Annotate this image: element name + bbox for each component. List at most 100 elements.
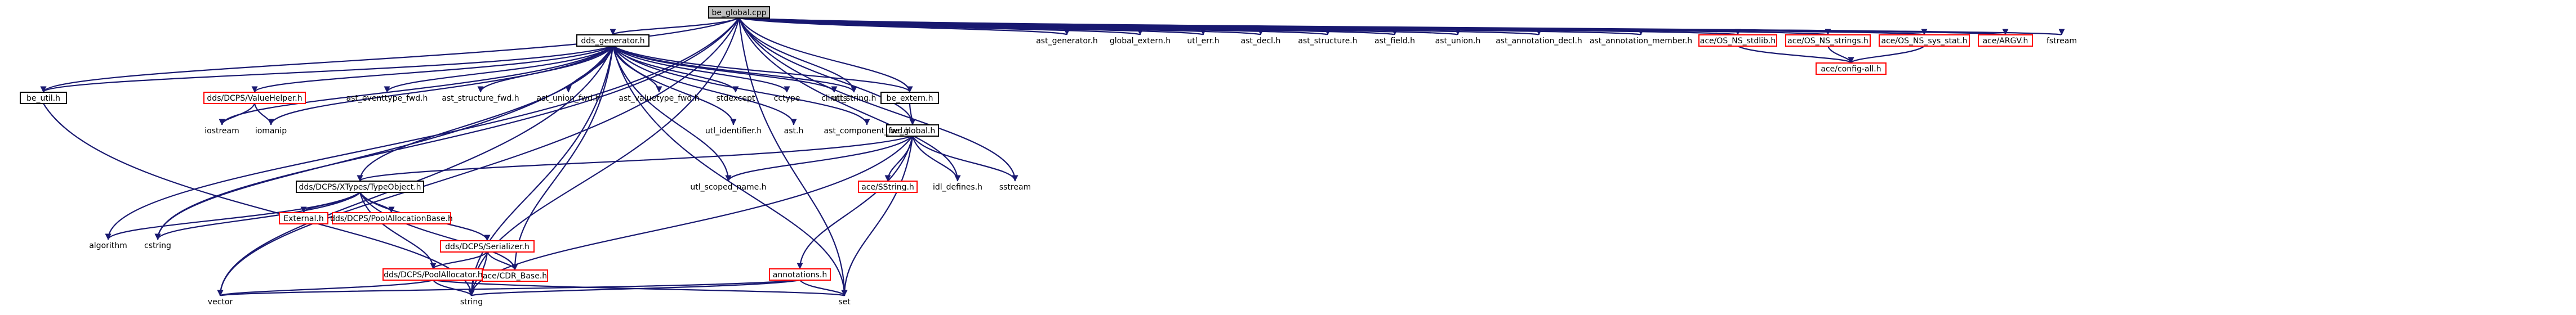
- node-cctype[interactable]: cctype: [774, 94, 800, 103]
- edge-dds_generator_h-to-utl_identifier_h: [612, 46, 737, 125]
- edge-dds_generator_h-to-ace_cdr_base_h: [511, 46, 614, 271]
- edge-ace_os_ns_strings_h-to-ace_config_all_h: [1827, 46, 1854, 64]
- node-ace-sstring-h[interactable]: ace/SString.h: [858, 181, 918, 193]
- edge-serializer_h-to-ace_cdr_base_h: [486, 251, 518, 271]
- edge-be_extern_h-to-be_global_h: [909, 103, 916, 125]
- node-dds-generator-h[interactable]: dds_generator.h: [576, 34, 649, 47]
- edge-dds_generator_h-to-cctype: [612, 46, 790, 93]
- node-ast-h[interactable]: ast.h: [784, 127, 804, 136]
- node-xtypes-typeobject-h[interactable]: dds/DCPS/XTypes/TypeObject.h: [296, 181, 424, 193]
- edge-xtypes_typeobject_h-to-pool_allocator_h: [359, 192, 437, 269]
- node-box: [1978, 34, 2033, 47]
- node-label: cstring: [144, 241, 171, 250]
- node-box: [296, 181, 424, 193]
- edge-be_global_cpp-to-idl_defines_h: [738, 17, 961, 182]
- node-climits[interactable]: climits: [821, 94, 847, 103]
- node-utl-string-h[interactable]: utl_string.h: [832, 94, 877, 103]
- edge-be_global_cpp-to-be_util_h: [40, 17, 740, 93]
- node-ast-decl-h[interactable]: ast_decl.h: [1241, 37, 1281, 46]
- edge-be_global_cpp-to-algorithm: [105, 17, 740, 240]
- edge-be_global_cpp-to-sstream: [738, 17, 1018, 182]
- edge-valuehelper_h-to-iomanip: [253, 103, 274, 125]
- node-label: ast_decl.h: [1241, 37, 1281, 46]
- node-be-global-cpp[interactable]: be_global.cpp: [708, 6, 770, 19]
- node-label: stdexcept: [717, 94, 755, 103]
- node-iostream[interactable]: iostream: [204, 127, 239, 136]
- edge-ace_os_ns_stdlib_h-to-ace_config_all_h: [1737, 46, 1854, 64]
- node-box: [1698, 34, 1777, 47]
- node-external-h[interactable]: External.h: [279, 212, 328, 224]
- node-label: be_extern.h: [887, 94, 933, 103]
- node-box: [440, 240, 535, 253]
- node-label: ast_structure.h: [1298, 37, 1357, 46]
- node-cstring[interactable]: cstring: [144, 241, 171, 250]
- node-ast-eventtype-fwd-h[interactable]: ast_eventtype_fwd.h: [346, 94, 428, 103]
- node-ast-valuetype-fwd-h[interactable]: ast_valuetype_fwd.h: [619, 94, 699, 103]
- node-set[interactable]: set: [838, 298, 851, 307]
- edge-be_global_cpp-to-vector: [217, 17, 740, 296]
- node-label: set: [838, 298, 851, 307]
- node-label: dds_generator.h: [581, 37, 644, 46]
- node-label: iomanip: [255, 127, 287, 136]
- edge-dds_generator_h-to-xtypes_typeobject_h: [357, 46, 613, 182]
- node-label: ace/CDR_Base.h: [483, 272, 547, 281]
- node-ast-structure-h[interactable]: ast_structure.h: [1298, 37, 1357, 46]
- node-global-extern-h[interactable]: global_extern.h: [1110, 37, 1171, 46]
- node-ace-os-ns-strings-h[interactable]: ace/OS_NS_strings.h: [1785, 34, 1871, 47]
- node-ace-os-ns-stdlib-h[interactable]: ace/OS_NS_stdlib.h: [1698, 34, 1777, 47]
- node-label: ast.h: [784, 127, 804, 136]
- node-vector[interactable]: vector: [208, 298, 233, 307]
- node-iomanip[interactable]: iomanip: [255, 127, 287, 136]
- node-be-util-h[interactable]: be_util.h: [20, 92, 67, 104]
- node-annotations-h[interactable]: annotations.h: [769, 268, 831, 281]
- node-box: [886, 124, 939, 137]
- node-box: [1785, 34, 1871, 47]
- node-label: ast_union_fwd.h: [537, 94, 600, 103]
- edge-dds_generator_h-to-vector: [217, 46, 614, 296]
- node-label: ace/OS_NS_strings.h: [1787, 37, 1868, 46]
- node-label: dds/DCPS/PoolAllocator.h: [384, 271, 482, 280]
- node-label: ace/ARGV.h: [1983, 37, 2028, 46]
- node-utl-scoped-name-h[interactable]: utl_scoped_name.h: [690, 183, 766, 192]
- node-ace-argv-h[interactable]: ace/ARGV.h: [1978, 34, 2033, 47]
- node-label: climits: [821, 94, 847, 103]
- node-label: ace/config-all.h: [1821, 65, 1881, 74]
- node-label: utl_string.h: [832, 94, 877, 103]
- node-label: utl_scoped_name.h: [690, 183, 766, 192]
- node-pool-allocation-base-h[interactable]: dds/DCPS/PoolAllocationBase.h: [330, 212, 453, 224]
- node-ace-os-ns-sys-stat-h[interactable]: ace/OS_NS_sys_stat.h: [1879, 34, 1970, 47]
- node-algorithm[interactable]: algorithm: [89, 241, 127, 250]
- node-ast-annotation-decl-h[interactable]: ast_annotation_decl.h: [1496, 37, 1582, 46]
- node-stdexcept[interactable]: stdexcept: [717, 94, 755, 103]
- node-valuehelper-h[interactable]: dds/DCPS/ValueHelper.h: [203, 92, 306, 104]
- node-pool-allocator-h[interactable]: dds/DCPS/PoolAllocator.h: [382, 268, 484, 281]
- node-label: ast_annotation_member.h: [1590, 37, 1692, 46]
- node-ast-union-fwd-h[interactable]: ast_union_fwd.h: [537, 94, 600, 103]
- node-idl-defines-h[interactable]: idl_defines.h: [933, 183, 982, 192]
- node-ast-structure-fwd-h[interactable]: ast_structure_fwd.h: [442, 94, 519, 103]
- edge-dds_generator_h-to-set: [612, 46, 848, 296]
- node-be-extern-h[interactable]: be_extern.h: [880, 92, 939, 104]
- node-string[interactable]: string: [460, 298, 483, 307]
- node-ast-component-fwd-h[interactable]: ast_component_fwd.h: [824, 127, 910, 136]
- node-serializer-h[interactable]: dds/DCPS/Serializer.h: [440, 240, 535, 253]
- edge-be_global_h-to-utl_scoped_name_h: [725, 136, 913, 182]
- node-ast-field-h[interactable]: ast_field.h: [1374, 37, 1415, 46]
- node-be-global-h[interactable]: be_global.h: [886, 124, 939, 137]
- node-label: dds/DCPS/ValueHelper.h: [207, 94, 302, 103]
- node-label: ast_field.h: [1374, 37, 1415, 46]
- edge-be_global_h-to-set: [841, 136, 914, 296]
- node-box: [1879, 34, 1970, 47]
- node-utl-err-h[interactable]: utl_err.h: [1187, 37, 1219, 46]
- node-sstream[interactable]: sstream: [999, 183, 1031, 192]
- node-label: idl_defines.h: [933, 183, 982, 192]
- node-ace-cdr-base-h[interactable]: ace/CDR_Base.h: [482, 269, 548, 282]
- node-ast-union-h[interactable]: ast_union.h: [1435, 37, 1481, 46]
- node-fstream[interactable]: fstream: [2046, 37, 2077, 46]
- node-utl-identifier-h[interactable]: utl_identifier.h: [705, 127, 762, 136]
- node-ast-annotation-member-h[interactable]: ast_annotation_member.h: [1590, 37, 1692, 46]
- node-ast-generator-h[interactable]: ast_generator.h: [1036, 37, 1098, 46]
- node-box: [576, 34, 649, 47]
- edge-pool_allocator_h-to-vector: [217, 279, 434, 297]
- node-ace-config-all-h[interactable]: ace/config-all.h: [1816, 62, 1887, 75]
